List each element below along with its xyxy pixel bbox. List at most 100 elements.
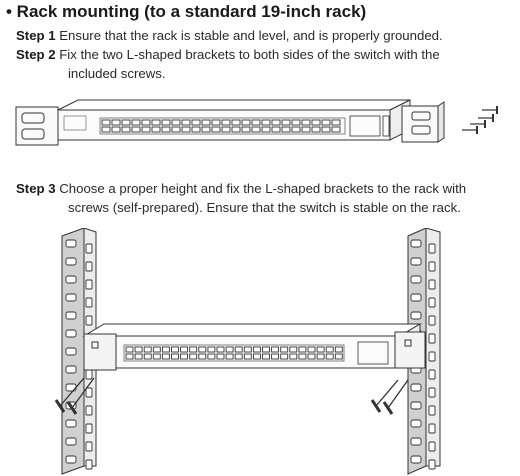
port xyxy=(143,346,152,353)
rail-hole xyxy=(428,405,436,416)
port xyxy=(298,353,307,360)
port xyxy=(261,126,271,133)
rail-hole xyxy=(85,279,93,290)
port xyxy=(325,346,334,353)
port xyxy=(289,346,298,353)
rail-slot xyxy=(65,311,77,320)
port xyxy=(280,353,289,360)
port xyxy=(143,353,152,360)
port xyxy=(216,353,225,360)
port xyxy=(334,346,343,353)
port xyxy=(198,346,207,353)
port xyxy=(134,346,143,353)
rail-slot xyxy=(65,455,77,464)
rail-slot xyxy=(65,239,77,248)
port xyxy=(151,126,161,133)
rail-hole xyxy=(428,423,436,434)
rail-hole xyxy=(428,387,436,398)
rail-hole xyxy=(85,243,93,254)
rail-slot xyxy=(410,239,422,248)
rail-hole xyxy=(85,405,93,416)
port xyxy=(211,119,221,126)
step-3-label: Step 3 xyxy=(16,181,56,196)
port xyxy=(281,126,291,133)
rail-hole xyxy=(85,315,93,326)
port xyxy=(307,346,316,353)
step-2-text: Fix the two L-shaped brackets to both si… xyxy=(59,47,440,62)
port xyxy=(181,119,191,126)
rail-hole xyxy=(85,387,93,398)
port xyxy=(321,126,331,133)
port xyxy=(271,346,280,353)
port xyxy=(289,353,298,360)
port xyxy=(325,353,334,360)
rail-hole xyxy=(428,315,436,326)
port xyxy=(201,119,211,126)
port xyxy=(307,353,316,360)
port xyxy=(251,119,261,126)
port xyxy=(298,346,307,353)
port xyxy=(311,119,321,126)
rail-hole xyxy=(428,297,436,308)
port xyxy=(189,353,198,360)
rail-slot xyxy=(410,401,422,410)
port xyxy=(221,126,231,133)
rail-hole xyxy=(428,333,436,344)
rail-hole xyxy=(85,297,93,308)
rail-hole xyxy=(85,459,93,470)
step-3: Step 3 Choose a proper height and fix th… xyxy=(16,179,516,217)
port xyxy=(234,353,243,360)
port xyxy=(171,126,181,133)
rail-hole xyxy=(85,423,93,434)
rail-hole xyxy=(428,441,436,452)
port xyxy=(271,353,280,360)
port xyxy=(152,346,161,353)
rail-slot xyxy=(410,419,422,428)
port xyxy=(201,126,211,133)
rail-slot xyxy=(65,257,77,266)
rail-slot xyxy=(65,275,77,284)
step-1-label: Step 1 xyxy=(16,28,56,43)
port xyxy=(101,119,111,126)
rail-slot xyxy=(65,293,77,302)
left-bracket xyxy=(15,106,59,146)
port xyxy=(281,119,291,126)
rail-slot xyxy=(410,437,422,446)
rail-slot xyxy=(410,383,422,392)
port xyxy=(141,119,151,126)
port xyxy=(241,126,251,133)
rack-mount-illustration xyxy=(54,228,441,475)
bracket-attach-illustration xyxy=(15,99,498,146)
port xyxy=(316,346,325,353)
port xyxy=(225,353,234,360)
port xyxy=(207,353,216,360)
rail-hole xyxy=(428,261,436,272)
port xyxy=(161,126,171,133)
port xyxy=(251,126,261,133)
port xyxy=(125,346,134,353)
port xyxy=(334,353,343,360)
port xyxy=(231,119,241,126)
port xyxy=(216,346,225,353)
rail-slot xyxy=(65,329,77,338)
port xyxy=(171,353,179,360)
port-grid-1 xyxy=(99,117,346,135)
port xyxy=(121,119,131,126)
port xyxy=(131,119,141,126)
rail-slot xyxy=(410,293,422,302)
rail-hole xyxy=(85,369,93,380)
rail-slot xyxy=(410,275,422,284)
port xyxy=(225,346,234,353)
port xyxy=(252,346,261,353)
step-2-label: Step 2 xyxy=(16,47,56,62)
port xyxy=(271,126,281,133)
port xyxy=(161,346,170,353)
screw-icon xyxy=(54,377,95,415)
port xyxy=(180,353,189,360)
port xyxy=(243,346,252,353)
port xyxy=(125,353,134,360)
section-heading: • Rack mounting (to a standard 19-inch r… xyxy=(6,2,367,21)
port xyxy=(241,119,251,126)
port xyxy=(152,353,161,360)
port xyxy=(331,119,341,126)
